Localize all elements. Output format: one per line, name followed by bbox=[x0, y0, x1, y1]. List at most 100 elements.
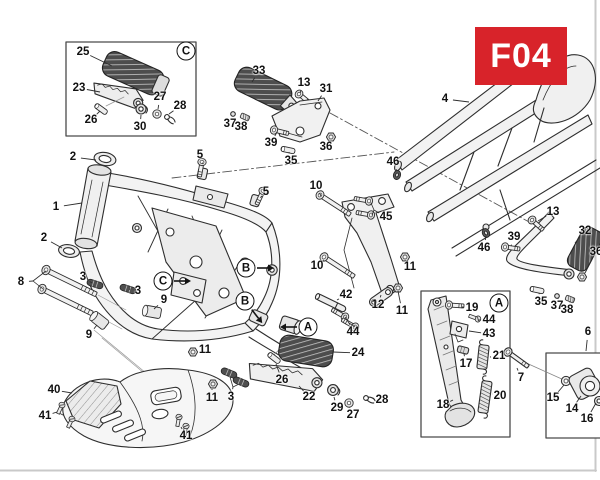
detail-marker-C: C bbox=[176, 41, 196, 61]
detail-marker-B: B bbox=[235, 291, 255, 311]
rod-42 bbox=[314, 293, 347, 313]
footpeg-rubber-24 bbox=[278, 334, 334, 368]
part-callout: 31 bbox=[319, 83, 333, 95]
part-callout: 5 bbox=[262, 186, 270, 198]
part-callout: 21 bbox=[492, 350, 506, 362]
part-callout: 26 bbox=[84, 114, 98, 126]
skid-plate bbox=[62, 368, 234, 449]
part-callout: 27 bbox=[153, 91, 167, 103]
spring-38a bbox=[239, 112, 251, 122]
part-callout: 1 bbox=[52, 201, 60, 213]
nut-36b bbox=[576, 272, 588, 282]
part-callout: 39 bbox=[507, 231, 521, 243]
part-callout: 40 bbox=[47, 384, 61, 396]
grommet-46a bbox=[391, 169, 403, 181]
part-callout: 46 bbox=[477, 242, 491, 254]
part-callout: 38 bbox=[560, 304, 574, 316]
part-callout: 11 bbox=[395, 305, 409, 317]
spring-20 bbox=[477, 375, 493, 419]
part-callout: 2 bbox=[40, 232, 48, 244]
part-callout: 9 bbox=[85, 329, 93, 341]
part-17 bbox=[456, 345, 470, 355]
detail-marker-A: A bbox=[489, 293, 509, 313]
roller-14 bbox=[568, 367, 600, 400]
part-callout: 41 bbox=[38, 410, 52, 422]
part-callout: 36 bbox=[319, 141, 333, 153]
nut-11b bbox=[392, 283, 404, 293]
part-callout: 44 bbox=[482, 314, 496, 326]
part-callout: 10 bbox=[310, 260, 324, 272]
part-callout: 13 bbox=[546, 206, 560, 218]
part-callout: 37 bbox=[223, 118, 237, 130]
part-callout: 7 bbox=[517, 372, 525, 384]
part-callout: 35 bbox=[534, 296, 548, 308]
part-callout: 36 bbox=[589, 246, 600, 258]
part-callout: 2 bbox=[69, 151, 77, 163]
part-callout: 33 bbox=[252, 65, 266, 77]
washer-27b bbox=[344, 398, 354, 408]
part-callout: 38 bbox=[234, 121, 248, 133]
bolt-10b bbox=[317, 250, 358, 281]
part-callout: 16 bbox=[580, 413, 594, 425]
part-callout: 27 bbox=[346, 409, 360, 421]
steering-head-tube bbox=[74, 164, 112, 250]
part-callout: 22 bbox=[302, 391, 316, 403]
part-callout: 25 bbox=[76, 46, 90, 58]
pin-35a bbox=[280, 145, 296, 155]
inset-chain-roller bbox=[503, 347, 600, 439]
part-16 bbox=[593, 395, 600, 407]
detail-marker-C: C bbox=[153, 271, 173, 291]
part-callout: 14 bbox=[565, 403, 579, 415]
part-callout: 3 bbox=[134, 285, 142, 297]
nut-11d bbox=[207, 379, 219, 389]
part-callout: 18 bbox=[436, 399, 450, 411]
steering-bearing-upper bbox=[93, 151, 117, 167]
part-callout: 26 bbox=[275, 374, 289, 386]
nut-36a bbox=[325, 132, 337, 142]
part-37a bbox=[230, 111, 236, 117]
part-callout: 3 bbox=[227, 391, 235, 403]
detail-marker-A: A bbox=[298, 317, 318, 337]
part-callout: 28 bbox=[375, 394, 389, 406]
part-callout: 45 bbox=[379, 211, 393, 223]
part-callout: 32 bbox=[578, 225, 592, 237]
part-callout: 11 bbox=[205, 392, 219, 404]
figure-code-box: F04 bbox=[475, 27, 567, 85]
inset-front-footpeg bbox=[65, 41, 197, 137]
part-callout: 19 bbox=[465, 302, 479, 314]
part-callout: 41 bbox=[179, 430, 193, 442]
washer-27a bbox=[152, 109, 162, 119]
part-callout: 9 bbox=[160, 294, 168, 306]
detail-marker-B: B bbox=[236, 258, 256, 278]
part-37b bbox=[554, 293, 560, 299]
collar-30 bbox=[135, 103, 148, 115]
part-callout: 10 bbox=[309, 180, 323, 192]
part-callout: 28 bbox=[173, 100, 187, 112]
rear-footpeg-hanger bbox=[506, 211, 600, 280]
part-callout: 46 bbox=[386, 156, 400, 168]
part-callout: 4 bbox=[441, 93, 449, 105]
part-callout: 13 bbox=[297, 77, 311, 89]
pin-35b bbox=[529, 285, 545, 295]
kickstand-18 bbox=[427, 295, 476, 428]
part-callout: 8 bbox=[17, 276, 25, 288]
part-callout: 35 bbox=[284, 155, 298, 167]
bolt-7 bbox=[503, 347, 530, 369]
inset-kickstand bbox=[420, 290, 511, 438]
part-callout: 11 bbox=[198, 344, 212, 356]
spring-38b bbox=[564, 294, 576, 304]
part-callout: 29 bbox=[330, 402, 344, 414]
collar-29 bbox=[327, 384, 341, 396]
part-callout: 39 bbox=[264, 137, 278, 149]
part-callout: 3 bbox=[79, 271, 87, 283]
engine-mount-bracket bbox=[341, 193, 401, 300]
part-callout: 44 bbox=[346, 326, 360, 338]
spring-21 bbox=[476, 339, 490, 375]
nut-11a bbox=[399, 252, 411, 262]
part-callout: 5 bbox=[196, 149, 204, 161]
part-callout: 17 bbox=[459, 358, 473, 370]
part-callout: 23 bbox=[72, 82, 86, 94]
part-callout: 6 bbox=[584, 326, 592, 338]
part-callout: 24 bbox=[351, 347, 365, 359]
